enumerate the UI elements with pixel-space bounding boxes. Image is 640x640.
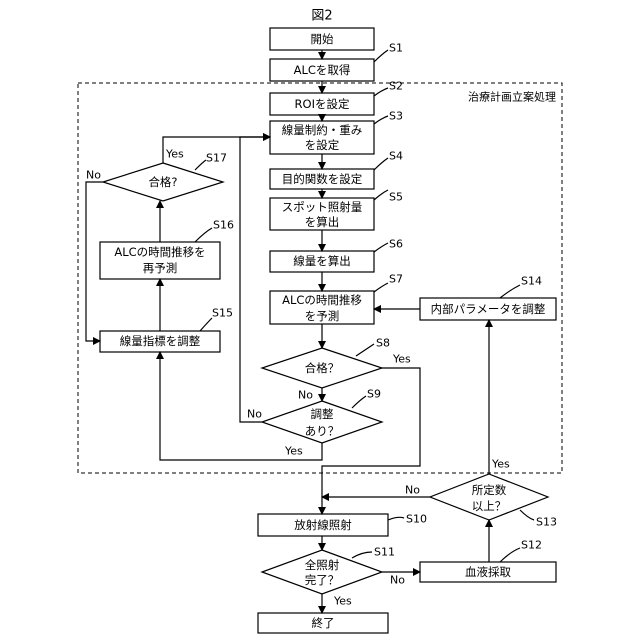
s8-no-label: No	[298, 389, 313, 402]
step-s15-box: 線量指標を調整 S15	[100, 307, 233, 353]
s3-label-line2: を設定	[305, 138, 340, 152]
s14-label: 内部パラメータを調整	[431, 302, 546, 316]
s3-step-id: S3	[389, 110, 403, 123]
s5-step-id: S5	[389, 191, 403, 204]
s9-yes-label: Yes	[284, 445, 303, 458]
start-label: 開始	[311, 32, 334, 46]
start-box: 開始	[270, 28, 374, 50]
step-s3-box: 線量制約・重み を設定 S3	[270, 110, 403, 155]
s13-label-line1: 所定数	[472, 483, 507, 497]
s11-no-label: No	[390, 574, 405, 587]
s4-label: 目的関数を設定	[282, 172, 363, 186]
s5-label-line1: スポット照射量	[282, 200, 363, 214]
s8-step-id: S8	[376, 337, 390, 350]
s8-label: 合格？	[305, 361, 340, 375]
s9-step-id: S9	[367, 388, 381, 401]
s16-label-line2: 再予測	[143, 261, 178, 275]
step-s10-box: 放射線照射 S10	[258, 513, 427, 537]
s5-label-line2: を算出	[305, 215, 340, 229]
end-box: 終了	[258, 613, 388, 633]
s10-label: 放射線照射	[294, 518, 352, 532]
s11-label-line2: 完了？	[305, 573, 340, 587]
s7-label-line1: ALCの時間推移	[282, 293, 362, 307]
s17-step-id: S17	[206, 152, 227, 165]
s9-label-line1: 調整	[311, 407, 334, 421]
s3-label-line1: 線量制約・重み	[282, 123, 363, 137]
s16-step-id: S16	[213, 219, 234, 232]
s13-step-id: S13	[536, 516, 557, 529]
s10-step-id: S10	[406, 513, 427, 526]
s11-step-id: S11	[374, 546, 395, 559]
s17-label: 合格?	[148, 175, 177, 189]
decision-s13: 所定数 以上？ S13	[430, 474, 557, 529]
s2-label: ROIを設定	[295, 97, 350, 111]
s17-no-label: No	[86, 169, 101, 182]
s9-label-line2: あり？	[305, 424, 340, 438]
s13-yes-label: Yes	[491, 458, 510, 471]
s7-step-id: S7	[389, 273, 403, 286]
s4-step-id: S4	[389, 150, 403, 163]
s2-step-id: S2	[389, 80, 403, 93]
step-s6-box: 線量を算出 S6	[270, 238, 403, 273]
decision-s11: 全照射 完了？ S11	[262, 546, 395, 595]
step-s5-box: スポット照射量 を算出 S5	[270, 190, 403, 230]
step-s2-box: ROIを設定 S2	[270, 80, 403, 116]
s1-step-id: S1	[389, 42, 403, 55]
end-label: 終了	[312, 616, 335, 630]
decision-s8: 合格？ S8	[262, 337, 390, 389]
s6-step-id: S6	[389, 238, 403, 251]
figure-title: 図2	[311, 9, 332, 24]
step-s7-box: ALCの時間推移 を予測 S7	[270, 273, 403, 325]
s6-label: 線量を算出	[293, 254, 351, 268]
s8-yes-label: Yes	[392, 353, 411, 366]
step-s4-box: 目的関数を設定 S4	[270, 150, 403, 190]
s17-yes-label: Yes	[165, 148, 184, 161]
s11-label-line1: 全照射	[305, 558, 340, 572]
s15-step-id: S15	[212, 307, 233, 320]
s12-step-id: S12	[521, 539, 542, 552]
region-label: 治療計画立案処理	[468, 90, 556, 104]
s13-label-line2: 以上？	[472, 499, 507, 513]
s16-label-line1: ALCの時間推移を	[114, 245, 205, 259]
s15-label: 線量指標を調整	[120, 334, 201, 348]
s12-label: 血液採取	[465, 565, 511, 579]
s11-yes-label: Yes	[333, 595, 352, 608]
step-s12-box: 血液採取 S12	[420, 539, 556, 583]
s14-step-id: S14	[521, 275, 542, 288]
s7-label-line2: を予測	[305, 309, 340, 323]
decision-s17: 合格? S17	[103, 152, 227, 202]
step-s14-box: 内部パラメータを調整 S14	[420, 275, 556, 321]
s9-no-label: No	[247, 408, 262, 421]
s1-label: ALCを取得	[294, 63, 351, 77]
step-s16-box: ALCの時間推移を 再予測 S16	[100, 219, 234, 280]
s13-no-label: No	[405, 484, 420, 497]
